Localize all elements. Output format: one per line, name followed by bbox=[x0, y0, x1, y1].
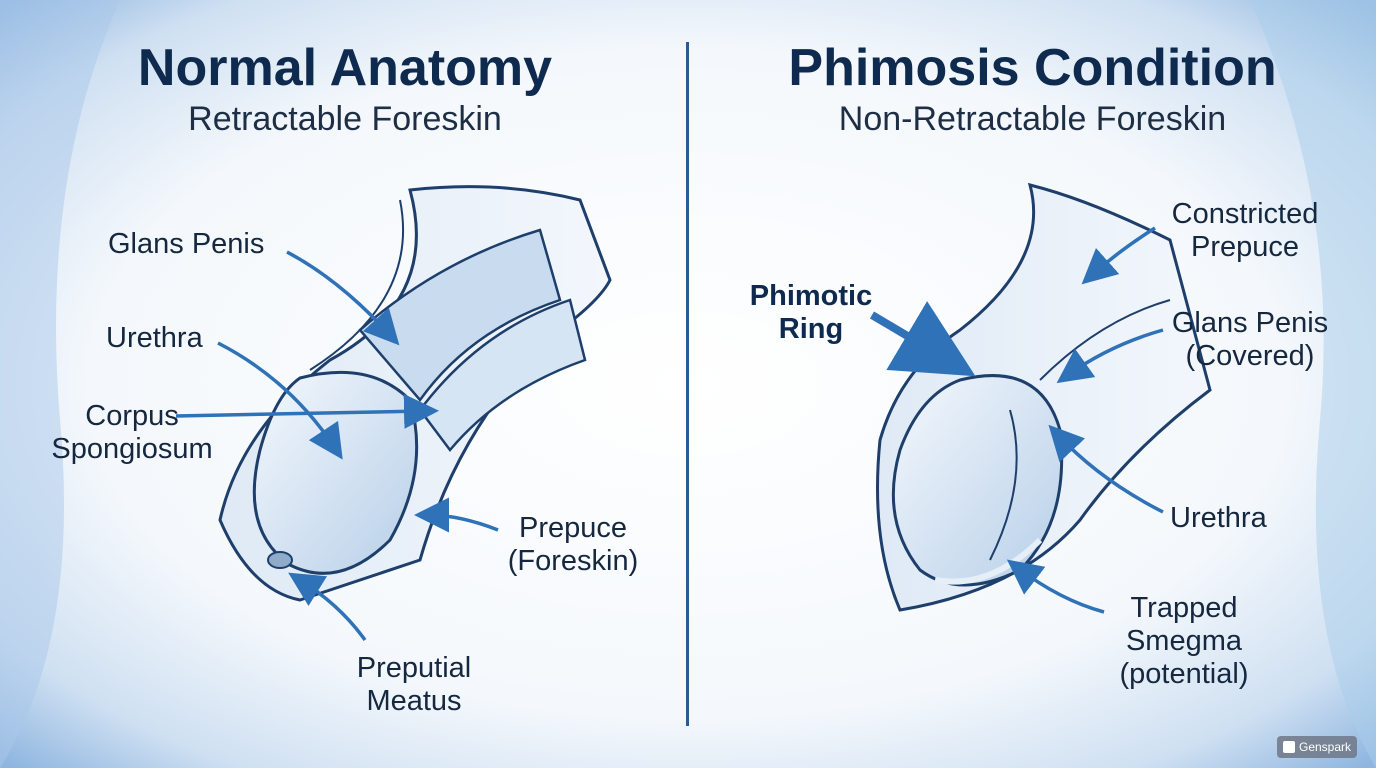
label-text: (Covered) bbox=[1185, 340, 1315, 372]
phimosis-arrows bbox=[869, 226, 1164, 614]
label-text: Urethra bbox=[106, 322, 203, 354]
label-urethra: Urethra bbox=[106, 322, 203, 355]
watermark-text: Genspark bbox=[1299, 740, 1352, 754]
label-glans-penis-covered: Glans Penis (Covered) bbox=[1162, 307, 1338, 373]
center-divider bbox=[686, 42, 689, 726]
label-text: Spongiosum bbox=[51, 433, 213, 465]
phimosis-subtitle: Non-Retractable Foreskin bbox=[838, 100, 1227, 138]
label-glans-penis: Glans Penis bbox=[108, 228, 264, 261]
normal-anatomy-title: Normal Anatomy bbox=[137, 39, 553, 97]
label-text: Ring bbox=[778, 313, 844, 345]
label-text: Preputial bbox=[356, 652, 472, 684]
normal-anatomy-subtitle: Retractable Foreskin bbox=[188, 100, 502, 138]
label-text: (Foreskin) bbox=[507, 545, 639, 577]
label-text: Meatus bbox=[366, 685, 462, 717]
normal-anatomy-arrows bbox=[175, 250, 499, 642]
label-text: Constricted bbox=[1171, 198, 1319, 230]
label-text: Corpus bbox=[85, 400, 179, 432]
label-text: Urethra bbox=[1170, 502, 1267, 534]
label-text: Glans Penis bbox=[1171, 307, 1329, 339]
label-corpus-spongiosum: Corpus Spongiosum bbox=[40, 400, 224, 466]
phimosis-drawing bbox=[876, 182, 1212, 612]
label-constricted-prepuce: Constricted Prepuce bbox=[1158, 198, 1332, 264]
label-text: Smegma bbox=[1125, 625, 1243, 657]
normal-anatomy-drawing bbox=[218, 185, 612, 602]
label-text: Prepuce bbox=[1190, 231, 1299, 263]
label-text: (potential) bbox=[1119, 658, 1249, 690]
label-text: Phimotic bbox=[749, 280, 873, 312]
genspark-logo-icon bbox=[1283, 741, 1295, 753]
label-text: Prepuce bbox=[518, 512, 627, 544]
label-text: Glans Penis bbox=[108, 228, 265, 260]
phimosis-title: Phimosis Condition bbox=[788, 39, 1277, 97]
label-prepuce-foreskin: Prepuce (Foreskin) bbox=[498, 512, 648, 578]
label-preputial-meatus: Preputial Meatus bbox=[340, 652, 488, 718]
label-text: Trapped bbox=[1130, 592, 1238, 624]
label-trapped-smegma: Trapped Smegma (potential) bbox=[1104, 592, 1264, 691]
label-urethra-right: Urethra bbox=[1170, 502, 1267, 535]
label-phimotic-ring: Phimotic Ring bbox=[736, 280, 886, 346]
genspark-watermark: Genspark bbox=[1277, 736, 1357, 758]
